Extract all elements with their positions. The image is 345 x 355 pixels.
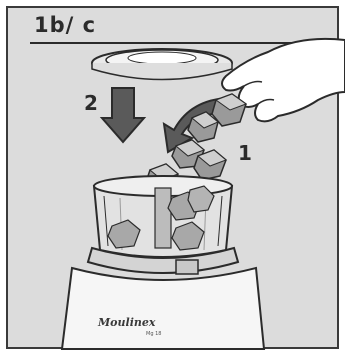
brand-logo: Moulinex: [97, 316, 156, 329]
step-label-1: 1: [238, 141, 252, 165]
down-arrow-icon: [102, 88, 144, 142]
motor-base: Moulinex Mg 18: [62, 268, 264, 349]
step-label-2: 2: [84, 91, 98, 115]
lid: [92, 49, 232, 80]
blender-bowl: [94, 176, 232, 257]
model-mark: Mg 18: [146, 331, 161, 337]
